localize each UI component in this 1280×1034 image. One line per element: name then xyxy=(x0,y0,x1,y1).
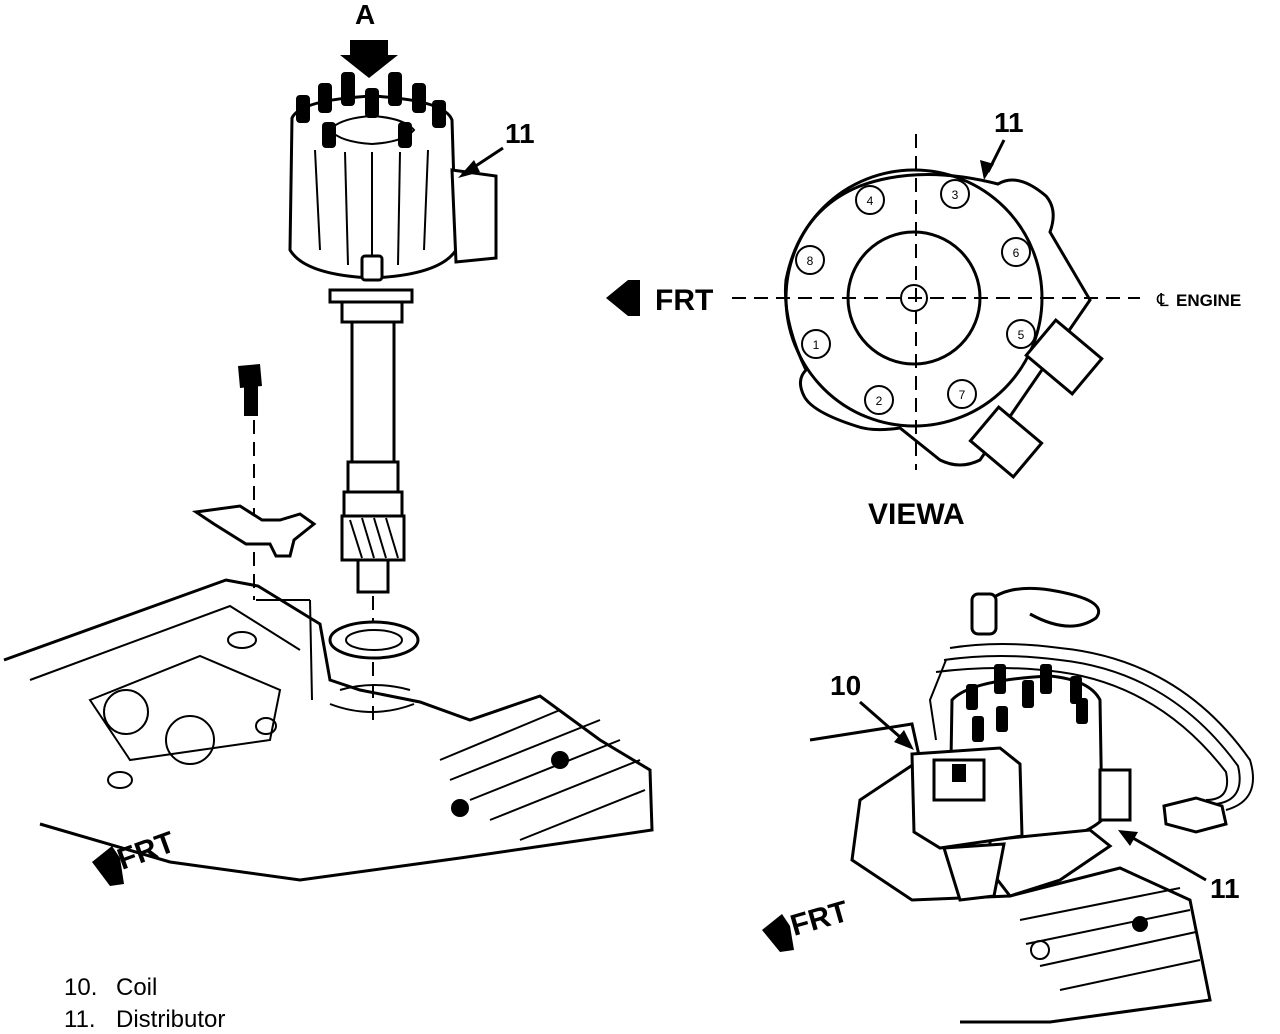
view-a-title: VIEWA xyxy=(868,498,965,531)
coil-callout-number: 10 xyxy=(830,670,861,701)
intake-manifold xyxy=(3,578,654,882)
legend-item-distributor: 11. Distributor xyxy=(64,1006,225,1034)
svg-text:5: 5 xyxy=(1018,328,1025,342)
view-a-marker-label: A xyxy=(355,0,375,30)
installed-distributor-callout-number: 11 xyxy=(1210,873,1240,904)
terminal-8: 8 xyxy=(795,245,825,275)
front-arrow-icon xyxy=(606,280,640,316)
terminal-6: 6 xyxy=(1001,237,1031,267)
legend-item-coil: 10. Coil xyxy=(64,974,157,1002)
view-a-top-view: 4 3 8 6 1 5 2 7 11 FRT ℄ ENGINE VIEWA xyxy=(606,107,1241,531)
callout-arrow-icon xyxy=(894,730,914,750)
front-label-view-a: FRT xyxy=(655,284,713,317)
svg-text:1: 1 xyxy=(813,338,820,352)
hold-down-bolt xyxy=(238,364,262,416)
legend-name: Coil xyxy=(116,974,158,1001)
legend-number: 10. xyxy=(64,974,98,1001)
terminal-1: 1 xyxy=(801,329,831,359)
svg-text:6: 6 xyxy=(1013,246,1020,260)
centerline-icon: ℄ xyxy=(1156,290,1169,310)
terminal-2: 2 xyxy=(864,385,894,415)
main-exploded-view: A 11 xyxy=(3,0,654,886)
distributor-collar xyxy=(328,288,414,304)
front-label-installed: FRT xyxy=(787,895,852,943)
front-arrow-icon xyxy=(92,846,124,886)
front-label-main: FRT xyxy=(113,826,179,877)
hold-down-clamp xyxy=(191,504,317,558)
svg-text:8: 8 xyxy=(807,254,814,268)
terminal-5: 5 xyxy=(1006,319,1036,349)
callout-arrow-icon xyxy=(980,160,994,180)
legend-name: Distributor xyxy=(116,1006,226,1033)
view-a-distributor-callout-number: 11 xyxy=(994,107,1024,138)
gasket-ring xyxy=(328,620,420,660)
engine-centerline-label: ENGINE xyxy=(1176,291,1241,310)
svg-text:3: 3 xyxy=(952,188,959,202)
distributor-shaft xyxy=(350,320,396,464)
svg-text:2: 2 xyxy=(876,394,883,408)
installed-view: 10 11 FRT xyxy=(762,586,1254,1024)
distributor-top-outline xyxy=(783,173,1092,467)
terminal-7: 7 xyxy=(947,379,977,409)
distributor-cap xyxy=(288,72,498,282)
legend-number: 11. xyxy=(64,1006,96,1033)
view-a-arrow-icon xyxy=(340,40,398,78)
callout-arrow-icon xyxy=(458,160,480,178)
callout-arrow-icon xyxy=(1118,830,1138,846)
terminal-3: 3 xyxy=(940,179,970,209)
svg-text:4: 4 xyxy=(867,194,874,208)
distributor-callout-number: 11 xyxy=(505,118,535,149)
terminal-4: 4 xyxy=(855,185,885,215)
svg-text:7: 7 xyxy=(959,388,966,402)
front-arrow-icon xyxy=(762,914,794,952)
